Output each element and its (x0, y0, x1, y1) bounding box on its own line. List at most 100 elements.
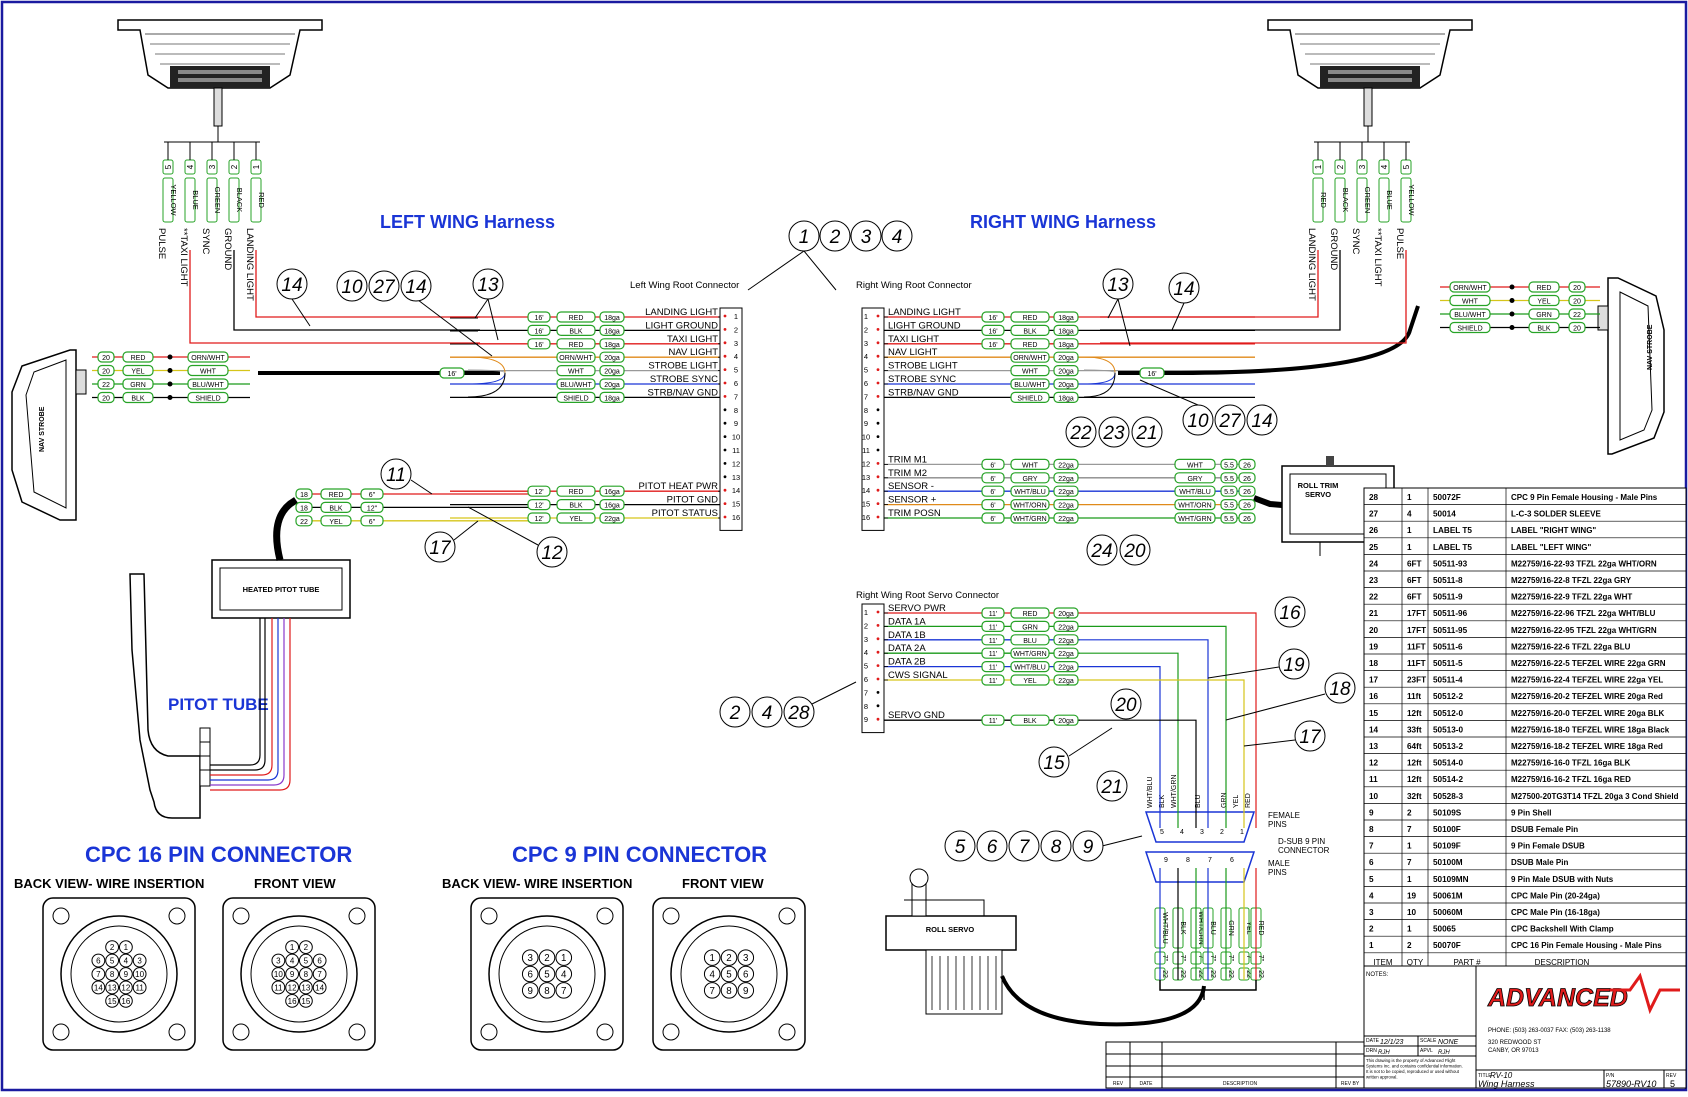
cpc-pin (737, 965, 755, 983)
item-balloon (1182, 404, 1214, 436)
bom-cell: M22759/16-20-2 TEFZEL WIRE 20ga Red (1511, 692, 1663, 701)
confidential-notice: This drawing is the property of Advanced… (1366, 1058, 1463, 1080)
dsub-pin-bottom: 9 (1164, 857, 1168, 864)
servo-wire (1080, 679, 1245, 828)
cpc-mount-hole (778, 907, 796, 925)
bom-cell: 64ft (1407, 742, 1422, 751)
cpc-pin (298, 953, 313, 968)
cpc-pin (737, 949, 755, 966)
strobe-mate-text: WHT (1462, 299, 1479, 306)
pitot-length-text: 6" (369, 492, 376, 499)
wire-length-text: 6' (990, 503, 995, 510)
cpc-pin (105, 980, 120, 995)
wire-color (556, 485, 596, 497)
pin-number: 2 (864, 621, 868, 630)
dsub-pin-top: 5 (1160, 829, 1164, 836)
item-balloon (850, 220, 882, 252)
bom-cell: 50511-6 (1433, 642, 1463, 651)
date-value: 12/1/23 (1380, 1039, 1403, 1046)
pin-function: TRIM M1 (888, 454, 927, 465)
pin-number: 3 (734, 339, 738, 348)
part-number: 57890-RV10 (1606, 1079, 1656, 1089)
item-balloon (336, 270, 368, 302)
dsub-wire-gauge: 22 (1161, 970, 1168, 978)
wire-color (556, 391, 596, 403)
wire-length (981, 512, 1005, 524)
shield-breakout (467, 372, 506, 398)
cpc16-back-view-label: BACK VIEW- WIRE INSERTION (14, 876, 204, 891)
wire-color (556, 378, 596, 390)
notes-label: NOTES: (1366, 972, 1389, 978)
pin-function: DATA 1B (888, 630, 926, 641)
cpc-mount-hole (662, 907, 680, 925)
cpc-pin (285, 967, 300, 981)
wire-color-text: WHT (1022, 369, 1039, 376)
rev-header: DESCRIPTION (1223, 1081, 1258, 1087)
cpc-pin (720, 982, 738, 999)
light-pin-number: 4 (186, 164, 195, 169)
bom-cell: 50100F (1433, 825, 1461, 834)
bom-cell: 6FT (1407, 593, 1422, 602)
balloon-number: 22 (1069, 423, 1092, 444)
dsub-pin-bottom: 6 (1230, 857, 1234, 864)
left-harness-heading: LEFT WING Harness (380, 212, 555, 232)
wire-color (1010, 485, 1050, 497)
wire-color-text: BLU/WHT (560, 382, 592, 389)
balloon-number: 5 (955, 837, 966, 858)
wire-color-text: BLK (569, 503, 583, 510)
splice-dot (1509, 298, 1515, 303)
bom-cell: 50512-0 (1433, 709, 1463, 718)
cpc-pin-number: 3 (137, 956, 142, 965)
dsub-wire-gauge: 22 (1179, 970, 1186, 978)
roll-servo-cable (1000, 975, 1206, 1027)
bom-cell: 50060M (1433, 908, 1463, 917)
strobe-color (122, 364, 154, 377)
pin-number: 4 (734, 352, 738, 361)
pin-dot (723, 314, 727, 318)
dsub-wire-length: 7" (1209, 955, 1216, 962)
bom-cell: 21 (1369, 609, 1379, 618)
wire-color-text: BLK (569, 328, 583, 335)
bom-cell: 2 (1369, 925, 1374, 934)
cpc-pin (521, 982, 539, 999)
bom-cell: 17 (1369, 676, 1379, 685)
item-balloon (276, 268, 308, 300)
wire-gauge-text: 22ga (1058, 678, 1074, 685)
bom-cell: 9 Pin Shell (1511, 808, 1551, 817)
pin-number: 11 (862, 446, 870, 455)
cpc-pin-number: 11 (274, 983, 283, 992)
light-wire-color: GREEN (1363, 187, 1372, 214)
pin-dot (723, 421, 727, 425)
balloon-number: 17 (429, 538, 452, 559)
end-length-text: 5.5 (1224, 462, 1234, 469)
cpc-pin (298, 993, 313, 1008)
bom-cell: 18 (1369, 659, 1379, 668)
dsub-female-color: YEL (1233, 795, 1240, 808)
cpc-pin-number: 7 (96, 970, 101, 979)
wire-color-text: WHT (1022, 462, 1039, 469)
pin-function: STRB/NAV GND (647, 387, 718, 398)
cpc16-front-view-label: FRONT VIEW (254, 876, 336, 891)
notice-line: written approval. (1366, 1075, 1398, 1080)
pitot-length (360, 501, 384, 513)
pin-dot (876, 395, 880, 398)
wire-gauge-text: 22ga (1058, 489, 1074, 496)
wire-color (1010, 714, 1050, 726)
end-gauge-text: 26 (1243, 489, 1251, 496)
strobe-mate (1449, 294, 1491, 307)
cpc-pin (105, 953, 120, 968)
strobe-mate (1449, 281, 1491, 293)
cpc-mount-hole (168, 1023, 186, 1041)
bom-cell: 50100M (1433, 858, 1463, 867)
end-color-text: WHT (1187, 462, 1204, 469)
end-color-text: GRY (1187, 476, 1202, 483)
bom-cell: 10 (1407, 908, 1417, 917)
item-balloon (380, 458, 412, 490)
balloon-number: 2 (729, 703, 741, 724)
bom-cell: 50109S (1433, 808, 1462, 817)
pin-dot (723, 462, 727, 465)
wire-length (981, 324, 1005, 336)
label-line: FEMALE (1268, 811, 1300, 820)
right-nav-strobe: NAV STROBE (1597, 277, 1665, 455)
bom-cell: 1 (1407, 875, 1412, 884)
